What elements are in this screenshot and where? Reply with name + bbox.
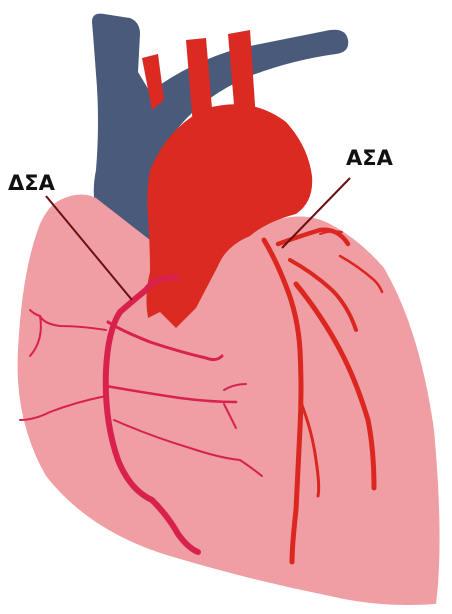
left-coronary-label: ΔΣΑ xyxy=(8,171,55,195)
heart-muscle xyxy=(18,194,440,605)
right-coronary-label: ΑΣΑ xyxy=(346,146,393,170)
